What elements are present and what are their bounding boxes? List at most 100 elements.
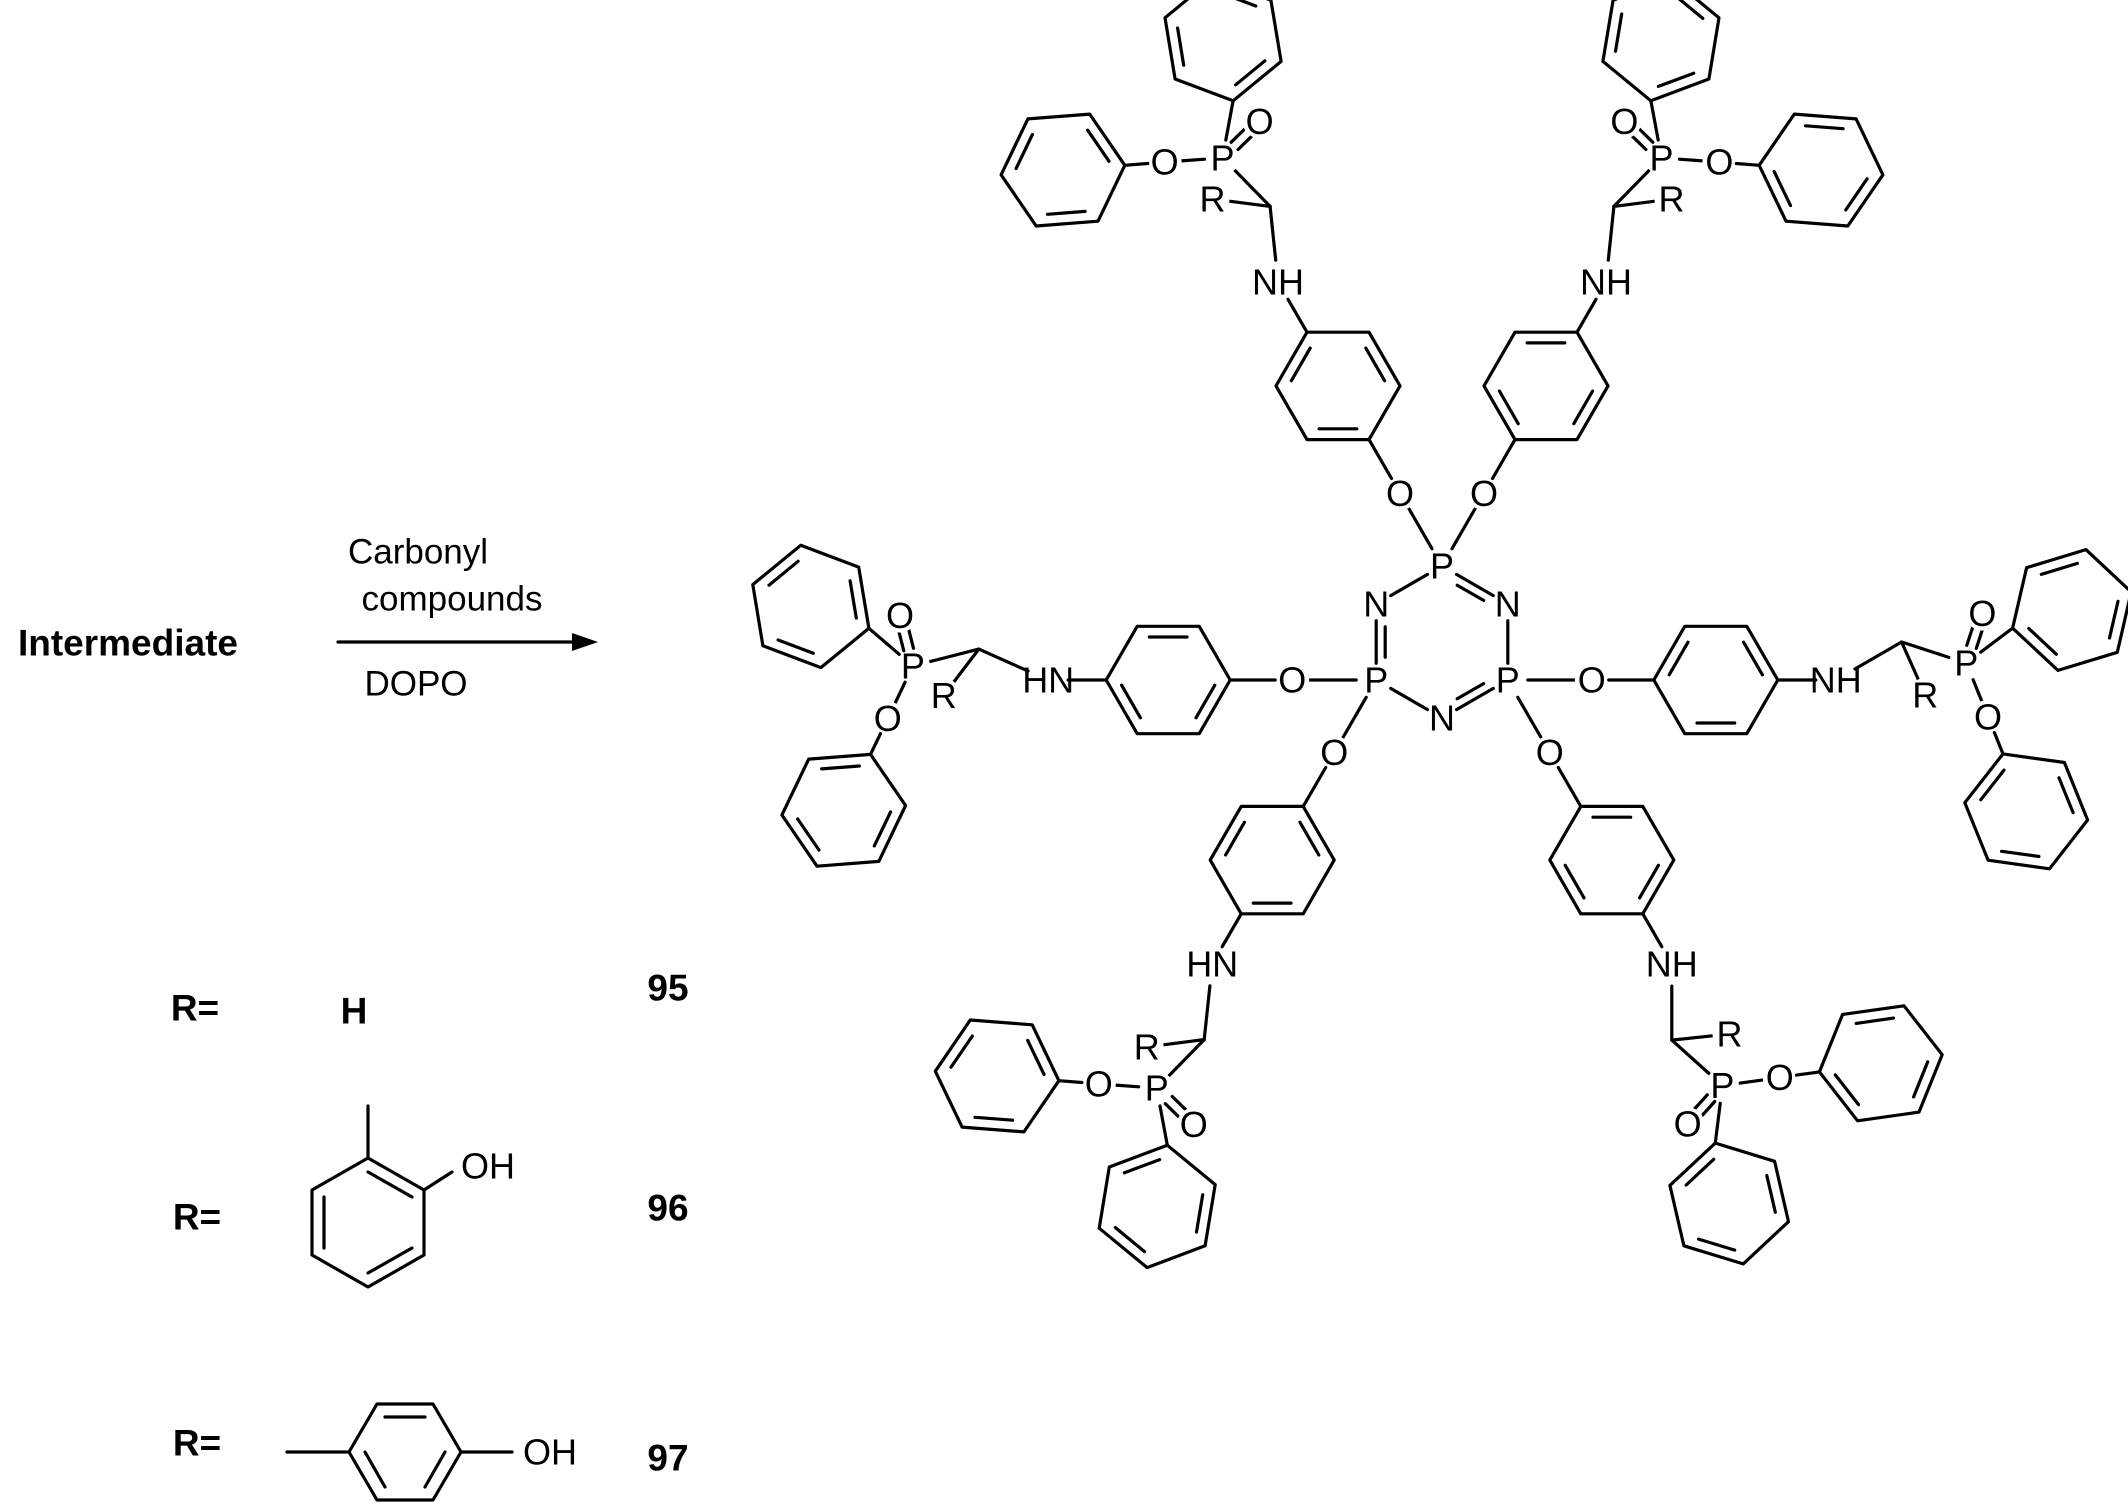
n-c-bond [977, 647, 1030, 673]
ring-oxygen: O [1705, 142, 1733, 183]
ring-double-bond [949, 1034, 974, 1069]
c-r-bond [1160, 1037, 1206, 1047]
p-o-ring-bond [1738, 1078, 1765, 1085]
p-aryl-bond [1979, 626, 2015, 654]
o-aryl-ring-bond [1734, 161, 1761, 167]
label-mask [1971, 699, 2005, 734]
ring-double-bond [1364, 346, 1387, 383]
ring-double-bond [1045, 209, 1087, 216]
ring-double-bond [1234, 59, 1267, 87]
p-o-double-bond [1630, 134, 1648, 152]
ring-outline [1097, 1143, 1217, 1270]
p-aryl-bond [1649, 99, 1660, 142]
phosphoryl-oxygen: O [1246, 101, 1274, 142]
dopo-benzene-a [1097, 1143, 1217, 1270]
p-o-ring-bond [1114, 1083, 1141, 1089]
ring-double-bond [872, 810, 893, 848]
ring-outline [1652, 624, 1780, 736]
p-o-double-bond [907, 628, 916, 650]
ring-outline [1817, 1004, 1944, 1123]
phenylene-ring [1548, 804, 1676, 916]
c-r-bond [1670, 1034, 1716, 1042]
p-aryl-bond [1713, 1101, 1722, 1145]
compound-number-97: 97 [647, 1438, 688, 1479]
dopo-benzene-a [1163, 0, 1283, 103]
core-p-lower-right: P [1496, 660, 1520, 701]
ring-double-bond [1833, 1073, 1861, 1107]
label-mask [1654, 947, 1689, 982]
c-p-bond [1899, 640, 1951, 660]
label-mask [870, 701, 905, 736]
ring-double-bond [1497, 389, 1520, 426]
phenylene-ring [1208, 804, 1336, 916]
c-p-bond [1167, 1037, 1206, 1078]
p-o-double-bond [1692, 1093, 1709, 1111]
ring-outline [1668, 1141, 1791, 1266]
dopo-phosphorus: P [1710, 1065, 1734, 1106]
ring-double-bond [1563, 863, 1586, 900]
ring-outline [1482, 330, 1610, 442]
n-c-bond [1853, 640, 1904, 671]
ring-double-bond [796, 817, 821, 852]
ring-double-bond [1113, 1225, 1147, 1254]
ring-double-bond [2027, 626, 2058, 656]
aryl-n-bond [1286, 297, 1309, 334]
compound-number-96: 96 [647, 1188, 688, 1229]
dopo-benzene-b [780, 752, 908, 868]
ring-oxygen: O [1151, 142, 1179, 183]
ring-outline [1208, 804, 1336, 916]
ring-oxygen: O [1766, 1057, 1794, 1098]
para-hydroxyphenyl-structure: OH [285, 1402, 577, 1502]
dopo-benzene-a [751, 543, 871, 670]
p-o-ring-bond [1677, 157, 1705, 163]
ring-outline [933, 1018, 1061, 1134]
core-n-left: N [1363, 584, 1389, 625]
ortho-hydroxyphenyl-structure: OH [310, 1104, 515, 1289]
ring-double-bond [1289, 346, 1312, 383]
dopo-benzene-a [1601, 0, 1721, 103]
p-o-double-bond [1965, 625, 1975, 647]
r-label-96: R= [173, 1197, 221, 1238]
dopo-benzene-b [1963, 752, 2090, 871]
compound-number-95: 95 [647, 968, 688, 1009]
dopo-benzene-b [999, 112, 1127, 228]
n-c-bond [1202, 984, 1212, 1042]
ring-double-bond [973, 1115, 1015, 1122]
ring-double-bond [767, 559, 800, 587]
dopo-phosphorus: P [1954, 643, 1978, 684]
label-mask [1818, 663, 1853, 697]
ring-double-bond [1696, 1237, 1737, 1252]
oh-label-96: OH [461, 1146, 515, 1187]
core-n-bottom: N [1429, 698, 1455, 739]
phenylene-ring [1652, 624, 1780, 736]
r-label-95: R= [171, 988, 219, 1029]
ring-double-bond [1684, 1157, 1716, 1187]
reagent-compounds: compounds [362, 580, 543, 619]
label-mask [1762, 1060, 1797, 1095]
oh-label-97: OH [523, 1432, 577, 1473]
amine-nh: NH [1252, 261, 1304, 302]
dopo-benzene-a [1668, 1141, 1791, 1266]
phosphazene-bond [1389, 686, 1430, 712]
core-p-top: P [1430, 546, 1454, 587]
label-mask [1195, 947, 1230, 982]
r-substituent: R [1200, 179, 1226, 220]
core-n-right: N [1495, 584, 1521, 625]
o-aryl-ring-bond [1794, 1070, 1822, 1077]
label-mask [1317, 735, 1352, 770]
ring-outline [751, 543, 871, 670]
dopo-benzene-b [1757, 112, 1885, 228]
label-mask [1702, 145, 1737, 180]
ring-outline [1963, 752, 2090, 871]
phenylene-ring [1274, 330, 1402, 442]
p-aryl-bond [867, 626, 901, 656]
o-aryl-bond [1490, 438, 1517, 481]
p-o-double-bond [1236, 134, 1254, 152]
label-mask [1607, 104, 1642, 139]
ring-double-bond [1844, 177, 1869, 212]
